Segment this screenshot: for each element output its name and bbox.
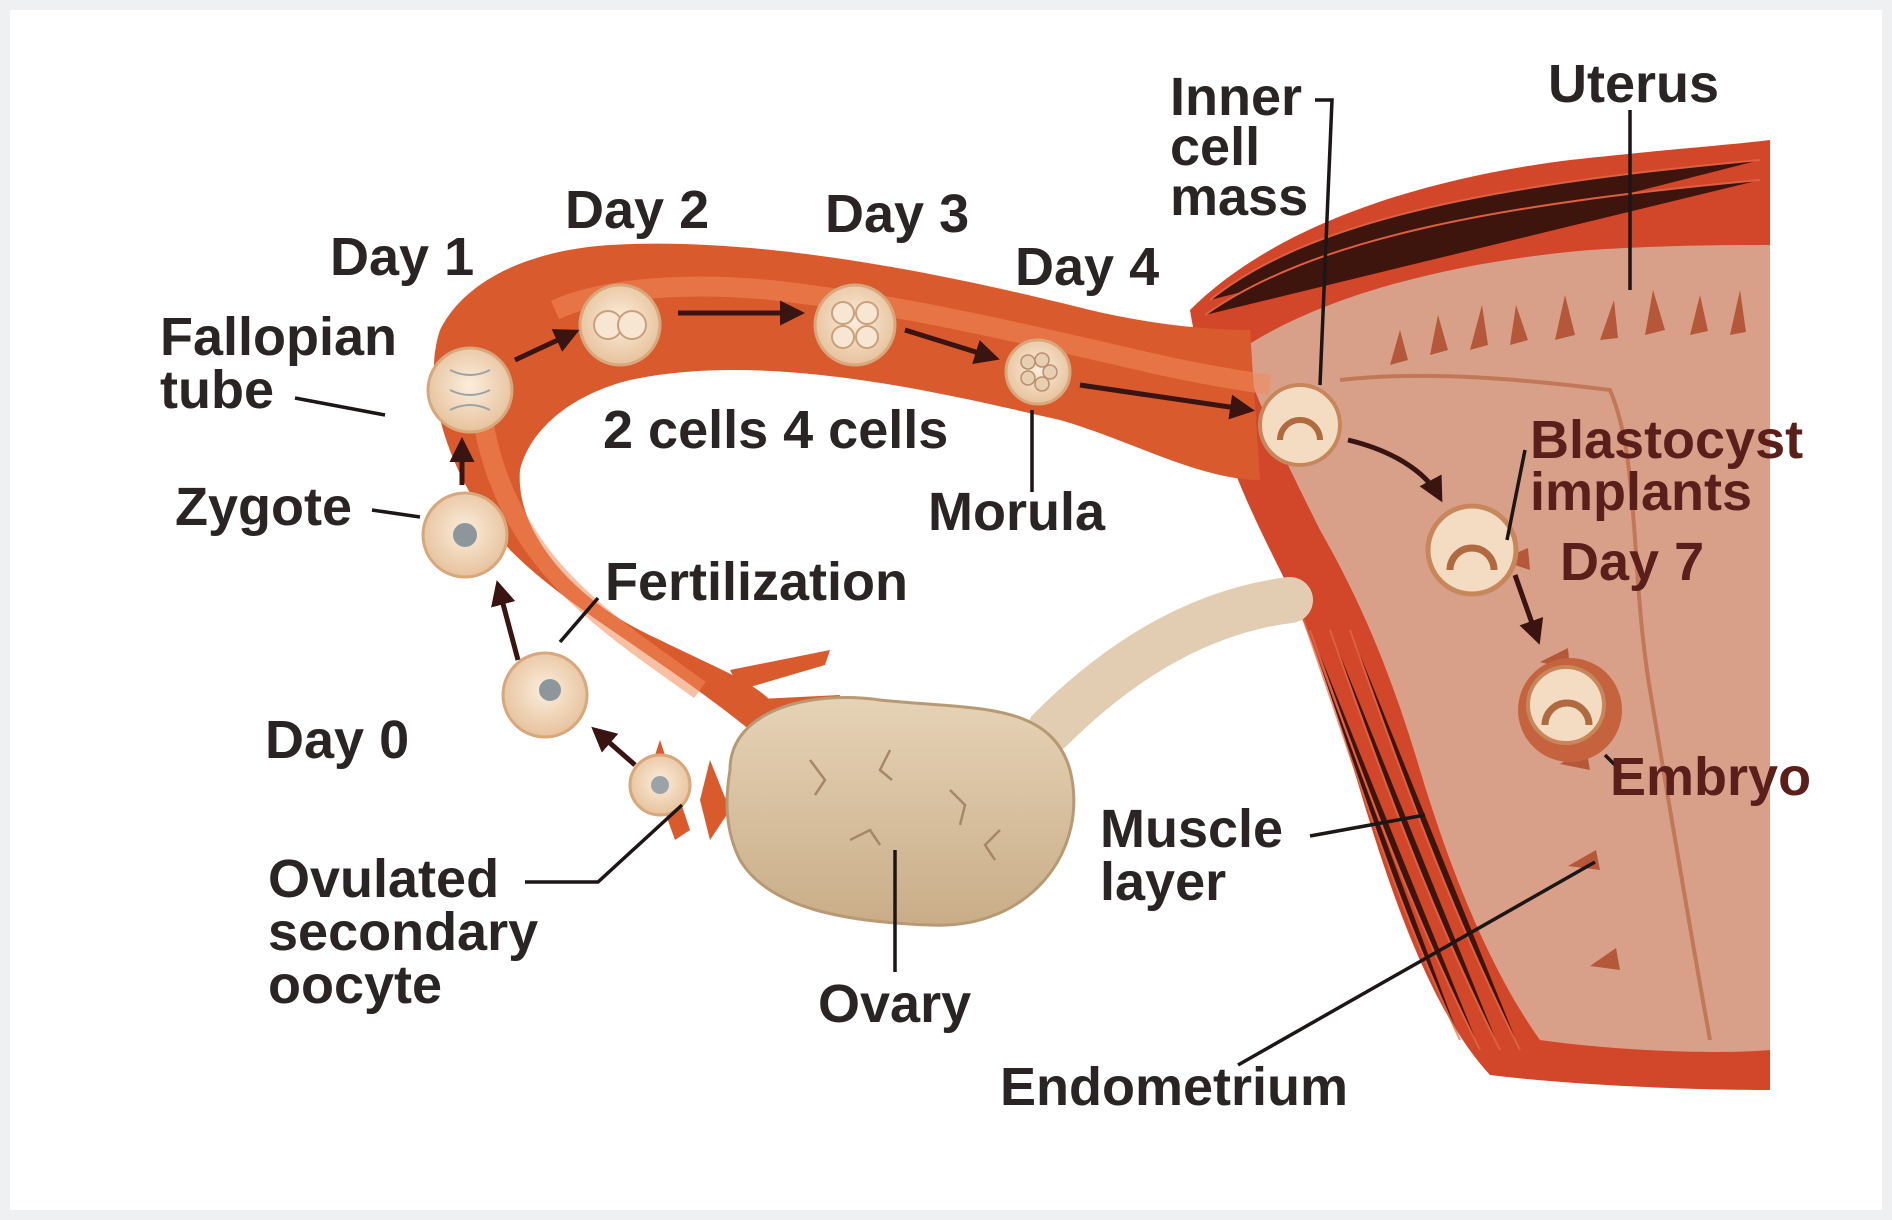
label-fallopian-tube-line1: Fallopian: [160, 307, 397, 367]
stage-4-cells: [815, 285, 895, 365]
stage-2-cells: [580, 285, 660, 365]
label-oocyte-line3: oocyte: [268, 955, 442, 1015]
label-blastocyst-implants-line1: Blastocyst: [1530, 410, 1803, 470]
label-morula: Morula: [928, 482, 1106, 542]
stage-zygote: [423, 493, 507, 577]
label-inner-cell-mass-line3: mass: [1170, 167, 1308, 227]
stage-fertilized-egg: [503, 653, 587, 737]
embryo-development-diagram: Uterus Inner cell mass Day 1 Day 2 Day 3…: [10, 10, 1882, 1210]
label-embryo: Embryo: [1610, 747, 1811, 807]
label-oocyte-line1: Ovulated: [268, 849, 499, 909]
label-zygote: Zygote: [175, 477, 352, 537]
label-day2: Day 2: [565, 180, 709, 240]
label-muscle-layer-line2: layer: [1100, 852, 1226, 912]
label-blastocyst-implants-line2: implants: [1530, 462, 1752, 522]
stage-embryo: [1518, 658, 1622, 762]
stage-morula: [1006, 340, 1070, 404]
label-fertilization: Fertilization: [605, 552, 908, 612]
label-cells: 2 cells 4 cells: [603, 400, 948, 460]
ovarian-ligament: [1050, 600, 1290, 730]
label-day0: Day 0: [265, 710, 409, 770]
label-endometrium: Endometrium: [1000, 1057, 1348, 1117]
label-day4: Day 4: [1015, 237, 1159, 297]
label-fallopian-tube-line2: tube: [160, 360, 274, 420]
label-day3: Day 3: [825, 184, 969, 244]
label-uterus: Uterus: [1548, 54, 1719, 114]
stage-blastocyst-implanting: [1428, 506, 1516, 594]
stage-blastocyst-inner-mass: [1260, 385, 1340, 465]
label-day1: Day 1: [330, 227, 474, 287]
label-muscle-layer-line1: Muscle: [1100, 799, 1283, 859]
stage-day1-cell: [428, 348, 512, 432]
ovary-shape: [727, 698, 1074, 926]
diagram-canvas: Uterus Inner cell mass Day 1 Day 2 Day 3…: [10, 10, 1882, 1210]
label-oocyte-line2: secondary: [268, 902, 538, 962]
label-ovary: Ovary: [818, 974, 971, 1034]
label-day7: Day 7: [1560, 532, 1704, 592]
